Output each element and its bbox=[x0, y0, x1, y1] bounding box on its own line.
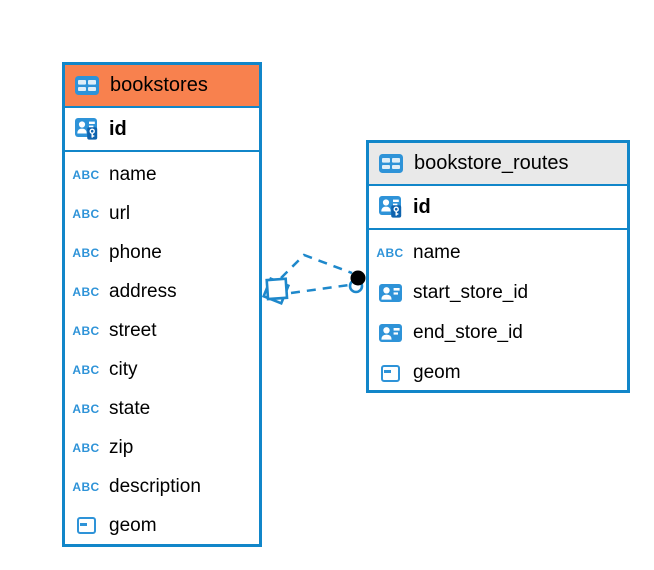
table-bookstores[interactable]: bookstores id ABC name bbox=[62, 62, 262, 547]
column-name: state bbox=[109, 397, 151, 419]
relationship-line-lower bbox=[290, 283, 350, 295]
column-row[interactable]: end_store_id bbox=[369, 313, 627, 353]
relationship-line-upper bbox=[280, 253, 353, 279]
column-row[interactable]: start_store_id bbox=[369, 273, 627, 313]
column-row[interactable]: geom bbox=[65, 506, 259, 545]
text-type-icon: ABC bbox=[72, 362, 100, 377]
text-type-icon: ABC bbox=[72, 245, 100, 260]
column-name: id bbox=[413, 195, 431, 218]
column-row-pk[interactable]: id bbox=[65, 108, 259, 152]
column-name: start_store_id bbox=[413, 282, 529, 303]
column-name: address bbox=[109, 280, 177, 302]
column-name: zip bbox=[109, 436, 134, 458]
column-row[interactable]: ABC phone bbox=[65, 233, 259, 272]
column-row[interactable]: ABC state bbox=[65, 389, 259, 428]
text-type-icon: ABC bbox=[72, 440, 100, 455]
table-header-bookstore-routes[interactable]: bookstore_routes bbox=[369, 143, 627, 186]
text-type-icon: ABC bbox=[72, 167, 100, 182]
column-name: name bbox=[109, 163, 157, 185]
column-name: name bbox=[413, 242, 461, 263]
table-icon bbox=[377, 154, 405, 173]
text-type-icon: ABC bbox=[72, 401, 100, 416]
column-name: phone bbox=[109, 241, 162, 263]
column-row[interactable]: ABC name bbox=[369, 233, 627, 273]
primary-key-icon bbox=[72, 118, 100, 140]
column-row[interactable]: ABC name bbox=[65, 155, 259, 194]
column-row-pk[interactable]: id bbox=[369, 186, 627, 230]
text-type-icon: ABC bbox=[72, 284, 100, 299]
table-header-bookstores[interactable]: bookstores bbox=[65, 65, 259, 108]
column-name: street bbox=[109, 319, 157, 341]
column-name: end_store_id bbox=[413, 322, 523, 343]
text-type-icon: ABC bbox=[376, 246, 404, 260]
text-type-icon: ABC bbox=[72, 479, 100, 494]
geometry-type-icon bbox=[376, 364, 404, 382]
geometry-type-icon bbox=[72, 517, 100, 534]
table-title: bookstore_routes bbox=[414, 152, 569, 174]
column-row[interactable]: ABC city bbox=[65, 350, 259, 389]
column-name: city bbox=[109, 358, 138, 380]
reference-type-icon bbox=[376, 284, 404, 302]
column-row[interactable]: ABC address bbox=[65, 272, 259, 311]
column-name: geom bbox=[109, 514, 157, 536]
column-name: geom bbox=[413, 362, 461, 383]
table-title: bookstores bbox=[110, 74, 208, 96]
column-name: id bbox=[109, 117, 127, 140]
primary-key-icon bbox=[376, 196, 404, 218]
text-type-icon: ABC bbox=[72, 323, 100, 338]
column-row[interactable]: ABC zip bbox=[65, 428, 259, 467]
column-row[interactable]: ABC street bbox=[65, 311, 259, 350]
table-icon bbox=[73, 76, 101, 95]
column-row[interactable]: geom bbox=[369, 353, 627, 393]
column-name: url bbox=[109, 202, 131, 224]
column-row[interactable]: ABC url bbox=[65, 194, 259, 233]
reference-type-icon bbox=[376, 324, 404, 342]
text-type-icon: ABC bbox=[72, 206, 100, 221]
column-name: description bbox=[109, 475, 201, 497]
column-row[interactable]: ABC description bbox=[65, 467, 259, 506]
table-bookstore-routes[interactable]: bookstore_routes id ABC name bbox=[366, 140, 630, 393]
relationship-one-marker-dot bbox=[348, 270, 366, 294]
relationship-many-marker-diamond bbox=[261, 276, 291, 306]
